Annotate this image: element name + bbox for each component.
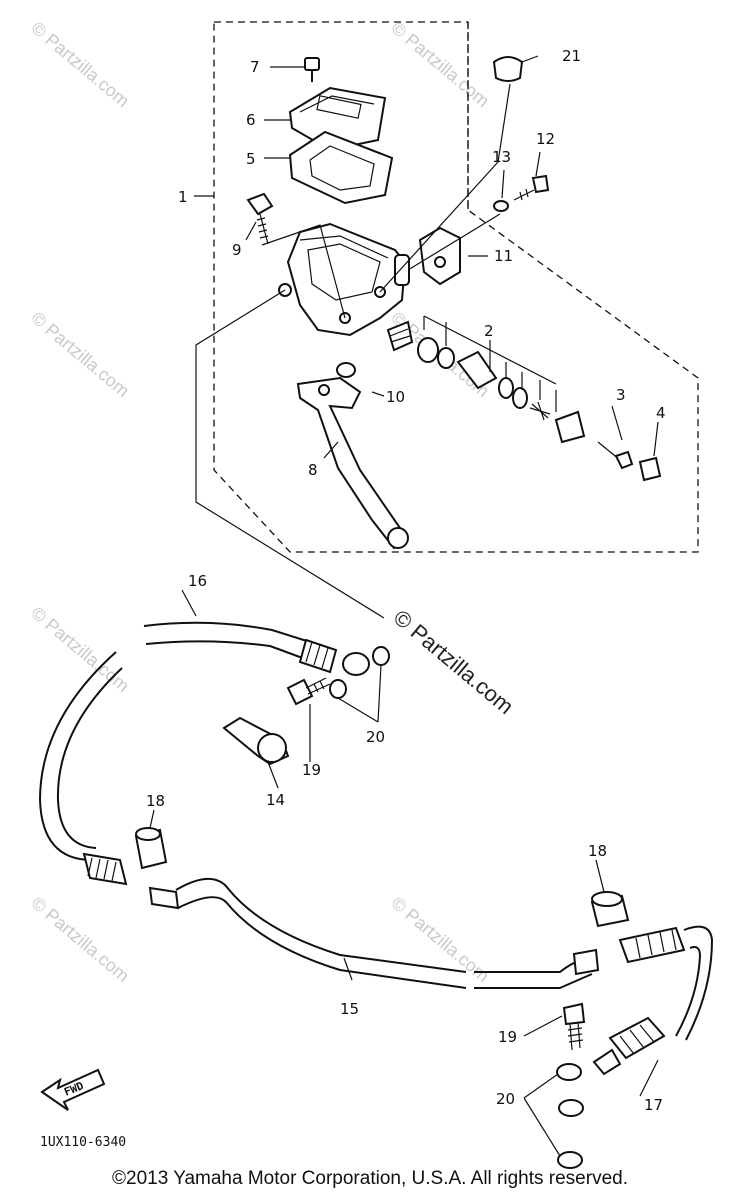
part-9-bolt[interactable]: [246, 192, 274, 245]
assembly-leader-lines: [195, 83, 511, 619]
part-2-piston-kit[interactable]: [386, 315, 586, 444]
callout-21: 21: [562, 47, 581, 65]
part-4-boot[interactable]: [638, 456, 662, 482]
copyright-notice: ©2013 Yamaha Motor Corporation, U.S.A. A…: [112, 1168, 628, 1189]
callout-20-lower: 20: [496, 1090, 515, 1108]
part-12-screw[interactable]: [513, 174, 550, 201]
callout-4: 4: [656, 404, 666, 422]
part-10-nut[interactable]: [336, 362, 356, 378]
callout-19-upper: 19: [302, 761, 321, 779]
watermark-layer: © Partzilla.com © Partzilla.com © Partzi…: [27, 18, 518, 986]
part-15-hose[interactable]: [82, 852, 714, 1041]
part-8-lever[interactable]: [296, 376, 409, 550]
callout-5: 5: [246, 150, 256, 168]
watermark: © Partzilla.com: [27, 603, 133, 696]
part-19-union-bolt-upper[interactable]: [286, 677, 331, 706]
part-11-switch-bracket[interactable]: [418, 226, 461, 286]
watermark: © Partzilla.com: [27, 893, 133, 986]
callout-8: 8: [308, 461, 318, 479]
forward-arrow-icon: FWD: [40, 1068, 106, 1111]
part-3-pin[interactable]: [597, 441, 634, 470]
callout-19-lower: 19: [498, 1028, 517, 1046]
callout-20-upper: 20: [366, 728, 385, 746]
callout-18-left: 18: [146, 792, 165, 810]
callout-12: 12: [536, 130, 555, 148]
callout-13: 13: [492, 148, 511, 166]
part-21-cap[interactable]: [492, 56, 524, 82]
part-20-washers-lower[interactable]: [523, 1063, 584, 1169]
watermark: © Partzilla.com: [27, 308, 133, 401]
part-13-washer[interactable]: [493, 200, 509, 212]
callout-3: 3: [616, 386, 626, 404]
callout-10: 10: [386, 388, 405, 406]
watermark: © Partzilla.com: [27, 18, 133, 111]
part-18-grommet-left[interactable]: [134, 827, 168, 870]
part-20-washers-upper[interactable]: [329, 646, 390, 723]
diagram-code: 1UX110-6340: [40, 1135, 126, 1150]
callout-1: 1: [178, 188, 188, 206]
callouts: 1 7 6 5 9 21 12 13 11 2 10 3 4 8 16 20 1…: [146, 47, 666, 1114]
watermark: © Partzilla.com: [387, 18, 493, 111]
callout-7: 7: [250, 58, 260, 76]
callout-6: 6: [246, 111, 256, 129]
master-cylinder-assembly-outline: [213, 21, 699, 553]
part-7-screw[interactable]: [278, 57, 320, 82]
part-18-grommet-right[interactable]: [590, 891, 630, 928]
callout-18-right: 18: [588, 842, 607, 860]
part-14-boot[interactable]: [222, 716, 290, 789]
part-19-union-bolt-lower[interactable]: [562, 1002, 586, 1051]
part-16-hose[interactable]: [38, 621, 370, 861]
callout-15: 15: [340, 1000, 359, 1018]
part-6-reservoir-cap[interactable]: [288, 86, 387, 152]
part-5-diaphragm[interactable]: [288, 130, 394, 205]
callout-16: 16: [188, 572, 207, 590]
callout-17: 17: [644, 1096, 663, 1114]
callout-9: 9: [232, 241, 242, 259]
watermark-center: © Partzilla.com: [389, 605, 519, 719]
callout-11: 11: [494, 247, 513, 265]
callout-2: 2: [484, 322, 494, 340]
master-cylinder-body[interactable]: [278, 222, 410, 337]
part-17-hose-end[interactable]: [592, 1016, 666, 1076]
callout-14: 14: [266, 791, 285, 809]
callout-leaders: [149, 55, 659, 1097]
